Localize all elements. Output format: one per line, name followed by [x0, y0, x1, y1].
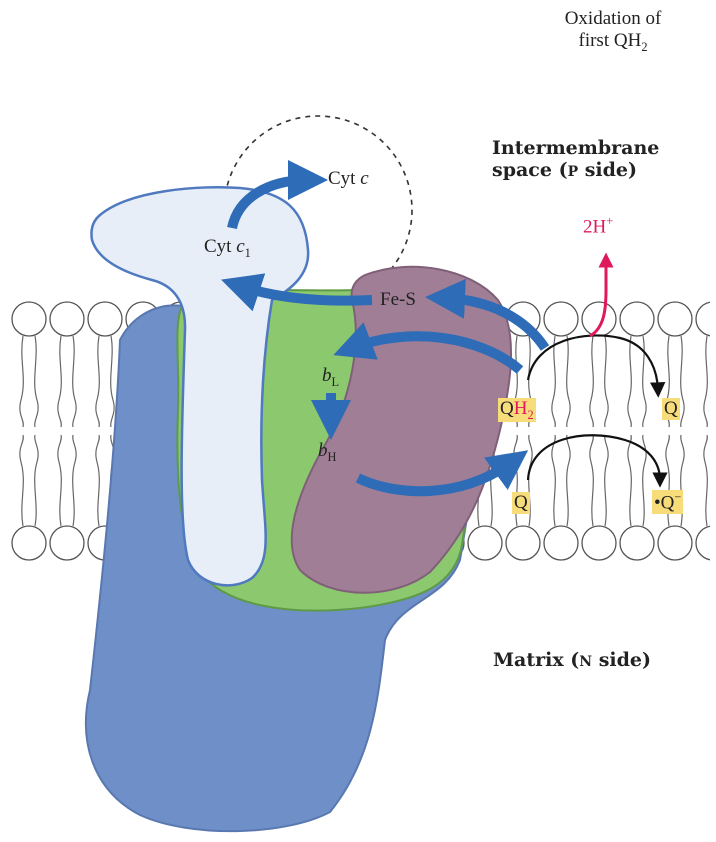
proton-sup: + — [606, 214, 613, 228]
b-h-sub: H — [328, 450, 337, 464]
b-h-italic: b — [318, 440, 328, 461]
proton-label: 2H+ — [583, 214, 613, 238]
title-line-2-prefix: first QH — [579, 30, 642, 51]
q-product-label: Q — [662, 398, 680, 420]
qh2-q: Q — [500, 398, 514, 419]
p-side-line-1: Intermembrane — [492, 138, 659, 160]
p-side-text-a: space ( — [492, 159, 568, 181]
n-side-label: Matrix (N side) — [493, 650, 651, 672]
cyt-c1-sub: 1 — [245, 246, 251, 260]
cyt-c1-italic: c — [236, 236, 244, 257]
cyt-c-italic: c — [360, 168, 368, 189]
p-side-letter: P — [568, 164, 579, 180]
diagram-title: Oxidation of first QH2 — [538, 8, 688, 54]
cyt-c1-label: Cyt c1 — [204, 236, 251, 260]
proton-text: 2H — [583, 216, 606, 237]
cyt-c-text: Cyt — [328, 168, 360, 189]
p-side-text-c: side) — [578, 159, 637, 181]
n-side-text-c: side) — [592, 649, 651, 671]
cyt-c-label: Cyt c — [328, 168, 369, 190]
n-side-text-a: Matrix ( — [493, 649, 579, 671]
b-h-label: bH — [318, 440, 336, 464]
p-side-label: Intermembrane space (P side) — [492, 138, 659, 182]
b-l-label: bL — [322, 365, 339, 389]
semiquinone-label: •Q− — [652, 490, 683, 514]
b-l-italic: b — [322, 365, 332, 386]
title-line-1: Oxidation of — [538, 8, 688, 30]
n-side-letter: N — [579, 654, 592, 670]
title-line-2-sub: 2 — [641, 40, 647, 54]
semiquinone-sup: − — [674, 490, 681, 504]
qh2-h: H — [514, 398, 528, 419]
cyt-c1-text: Cyt — [204, 236, 236, 257]
q-input-label: Q — [512, 492, 530, 514]
semiquinone-q: Q — [661, 492, 675, 513]
p-side-line-2: space (P side) — [492, 160, 659, 182]
b-l-sub: L — [332, 375, 340, 389]
fe-s-label: Fe-S — [380, 289, 416, 311]
title-line-2: first QH2 — [538, 30, 688, 54]
qh2-label: QH2 — [498, 398, 536, 422]
semiquinone-dot: • — [654, 492, 661, 513]
qh2-sub: 2 — [527, 408, 533, 422]
